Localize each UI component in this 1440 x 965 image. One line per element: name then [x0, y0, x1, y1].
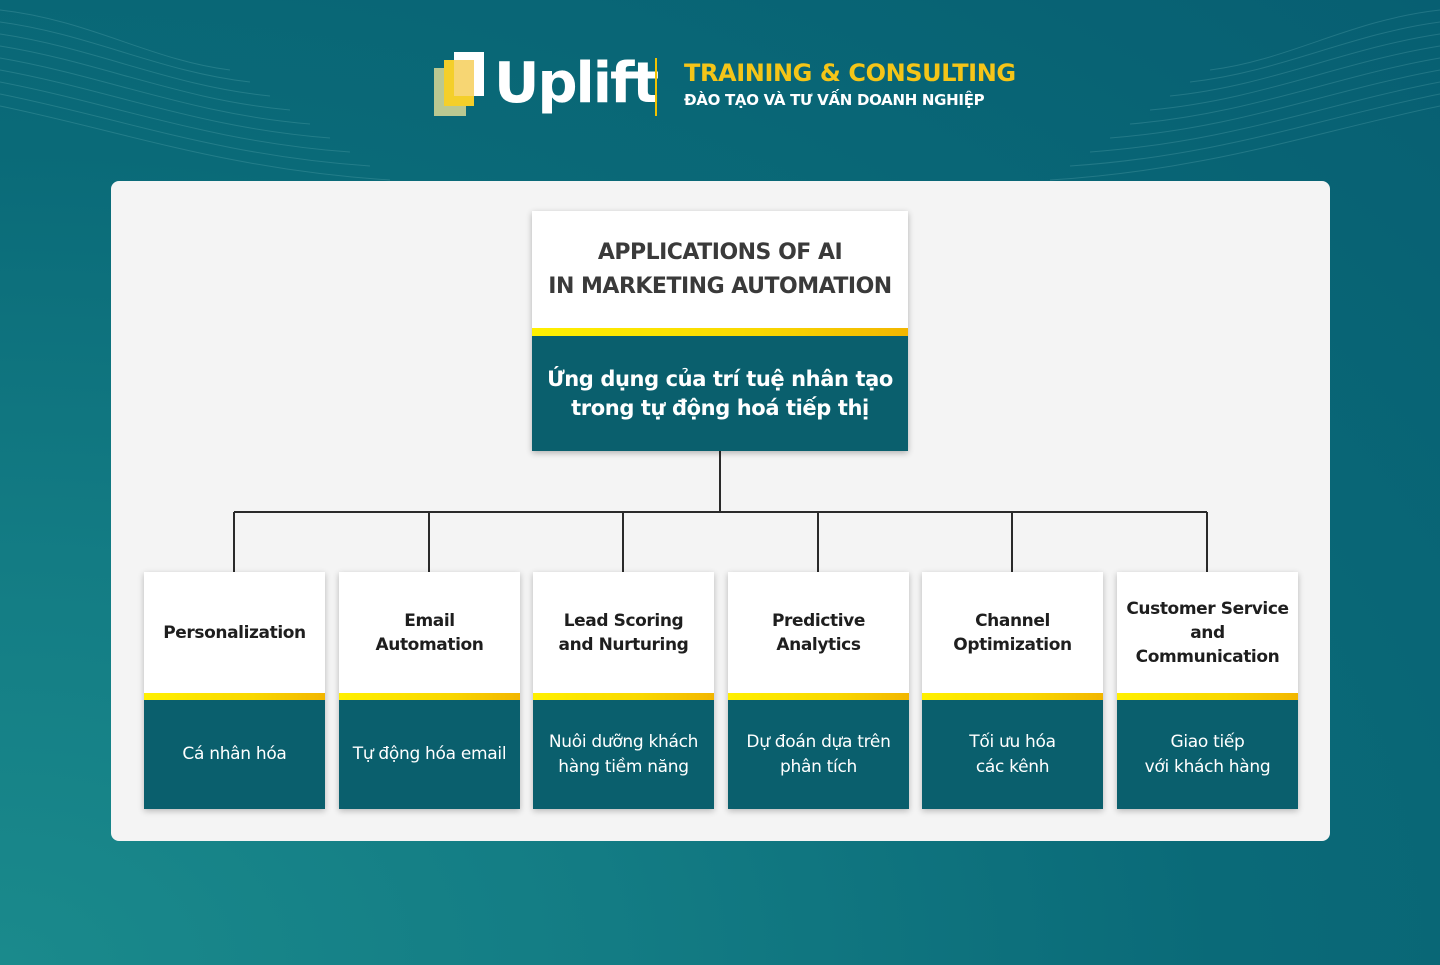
child-node-title: Customer Service and Communication — [1120, 597, 1295, 669]
brand-tagline: TRAINING & CONSULTING — [684, 59, 1016, 87]
child-node-title: Personalization — [147, 621, 322, 645]
child-node-email-automation: Email Automation Tự động hóa email — [339, 572, 520, 809]
child-node-title: Email Automation — [342, 609, 517, 657]
child-node-subtitle: Dự đoán dựa trên phân tích — [734, 730, 904, 780]
child-node-channel-optimization: Channel Optimization Tối ưu hóa các kênh — [922, 572, 1103, 809]
child-node-header: Email Automation — [339, 572, 520, 693]
child-node-accent-stripe — [144, 693, 325, 700]
child-node-predictive-analytics: Predictive Analytics Dự đoán dựa trên ph… — [728, 572, 909, 809]
child-node-subtitle: Giao tiếp với khách hàng — [1123, 730, 1293, 780]
child-node-lead-scoring: Lead Scoring and Nurturing Nuôi dưỡng kh… — [533, 572, 714, 809]
child-title-line: Channel — [975, 610, 1050, 631]
child-node-header: Lead Scoring and Nurturing — [533, 572, 714, 693]
child-title-line: Predictive — [771, 610, 865, 631]
uplift-wordmark: Uplift — [494, 51, 659, 116]
child-node-header: Customer Service and Communication — [1117, 572, 1298, 693]
child-subtitle-line: Dự đoán dựa trên — [746, 731, 891, 752]
child-node-header: Predictive Analytics — [728, 572, 909, 693]
brand-header: Uplift TRAINING & CONSULTING ĐÀO TẠO VÀ … — [0, 0, 1440, 170]
child-subtitle-line: các kênh — [975, 756, 1050, 777]
child-node-accent-stripe — [728, 693, 909, 700]
child-subtitle-line: Cá nhân hóa — [182, 744, 287, 764]
child-title-line: Customer Service — [1126, 598, 1289, 619]
child-title-line: Analytics — [776, 634, 861, 655]
child-node-subtitle: Tự động hóa email — [345, 742, 515, 767]
child-subtitle-line: hàng tiềm năng — [558, 756, 689, 777]
child-node-accent-stripe — [339, 693, 520, 700]
child-node-header: Personalization — [144, 572, 325, 693]
child-title-line: Personalization — [163, 622, 306, 643]
tree-connector-lines — [233, 451, 1208, 572]
child-node-body: Cá nhân hóa — [144, 700, 325, 809]
child-node-accent-stripe — [533, 693, 714, 700]
child-title-line: Email — [404, 610, 455, 631]
child-title-line: Lead Scoring — [563, 610, 684, 631]
child-title-line: Optimization — [953, 634, 1072, 655]
child-node-accent-stripe — [922, 693, 1103, 700]
root-node-accent-stripe — [532, 328, 908, 336]
root-node-header: APPLICATIONS OF AI IN MARKETING AUTOMATI… — [532, 211, 908, 329]
root-node-subtitle: Ứng dụng của trí tuệ nhân tạo trong tự đ… — [540, 365, 900, 423]
root-node-title: APPLICATIONS OF AI IN MARKETING AUTOMATI… — [540, 236, 900, 304]
child-subtitle-line: phân tích — [780, 756, 857, 777]
child-node-subtitle: Nuôi dưỡng khách hàng tiềm năng — [539, 730, 709, 780]
diagram-panel: APPLICATIONS OF AI IN MARKETING AUTOMATI… — [111, 181, 1330, 841]
root-subtitle-line: Ứng dụng của trí tuệ nhân tạo — [547, 366, 893, 391]
child-node-customer-service: Customer Service and Communication Giao … — [1117, 572, 1298, 809]
child-title-line: Communication — [1135, 646, 1280, 667]
child-node-body: Giao tiếp với khách hàng — [1117, 700, 1298, 809]
root-node-body: Ứng dụng của trí tuệ nhân tạo trong tự đ… — [532, 336, 908, 451]
child-subtitle-line: Tự động hóa email — [352, 744, 507, 764]
child-subtitle-line: Nuôi dưỡng khách — [548, 731, 699, 752]
child-node-subtitle: Tối ưu hóa các kênh — [928, 730, 1098, 780]
child-node-body: Dự đoán dựa trên phân tích — [728, 700, 909, 809]
brand-tagline-vietnamese: ĐÀO TẠO VÀ TƯ VẤN DOANH NGHIỆP — [684, 91, 985, 109]
child-node-title: Channel Optimization — [925, 609, 1100, 657]
child-subtitle-line: Tối ưu hóa — [969, 731, 1056, 752]
root-title-line: IN MARKETING AUTOMATION — [548, 274, 892, 299]
uplift-logo-mark-icon — [434, 52, 484, 116]
child-node-title: Lead Scoring and Nurturing — [536, 609, 711, 657]
root-subtitle-line: trong tự động hoá tiếp thị — [571, 395, 869, 420]
child-title-line: and — [1190, 622, 1225, 643]
child-node-subtitle: Cá nhân hóa — [150, 742, 320, 767]
child-subtitle-line: Giao tiếp — [1170, 731, 1245, 752]
child-node-personalization: Personalization Cá nhân hóa — [144, 572, 325, 809]
child-node-body: Tối ưu hóa các kênh — [922, 700, 1103, 809]
root-title-line: APPLICATIONS OF AI — [597, 240, 843, 265]
child-node-title: Predictive Analytics — [731, 609, 906, 657]
child-node-body: Nuôi dưỡng khách hàng tiềm năng — [533, 700, 714, 809]
child-subtitle-line: với khách hàng — [1144, 756, 1271, 777]
child-title-line: and Nurturing — [558, 634, 689, 655]
child-node-accent-stripe — [1117, 693, 1298, 700]
logo-divider — [655, 58, 657, 116]
child-node-header: Channel Optimization — [922, 572, 1103, 693]
root-node: APPLICATIONS OF AI IN MARKETING AUTOMATI… — [532, 211, 908, 451]
child-node-body: Tự động hóa email — [339, 700, 520, 809]
child-title-line: Automation — [375, 634, 484, 655]
